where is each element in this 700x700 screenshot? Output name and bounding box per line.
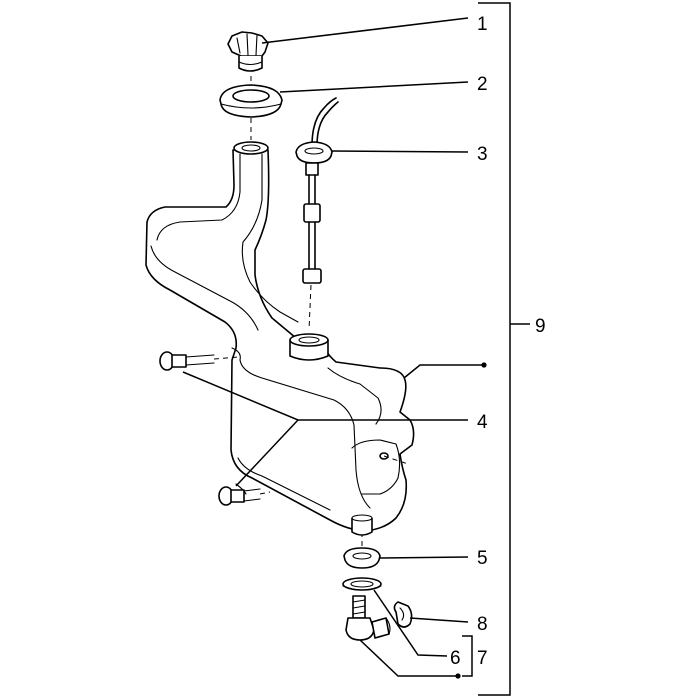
assembly-bracket-7 (462, 635, 473, 677)
outlet-fitting (345, 595, 391, 641)
leader-dot-fitting (455, 673, 461, 679)
callout-9: 9 (535, 316, 546, 337)
tank-screw-lower (218, 486, 271, 506)
callout-3: 3 (477, 144, 488, 165)
filler-cap (227, 31, 269, 72)
callout-6: 6 (450, 648, 461, 669)
outlet-washer-6 (342, 577, 382, 591)
oil-tank (145, 141, 415, 536)
callout-4: 4 (477, 412, 488, 433)
leader-lines (182, 17, 484, 677)
hose-clip (393, 601, 413, 628)
tank-screw-upper (159, 351, 239, 371)
assembly-bracket-9 (478, 2, 530, 696)
callout-5: 5 (477, 548, 488, 569)
leader-dot-tank (481, 362, 487, 368)
callout-7: 7 (477, 648, 488, 669)
outlet-washer-5 (343, 547, 381, 569)
filler-seal (219, 84, 283, 118)
level-sensor (295, 97, 339, 284)
callout-8: 8 (477, 614, 488, 635)
axis-level-sensor (308, 284, 312, 331)
callout-1: 1 (477, 14, 488, 35)
callout-2: 2 (477, 74, 488, 95)
